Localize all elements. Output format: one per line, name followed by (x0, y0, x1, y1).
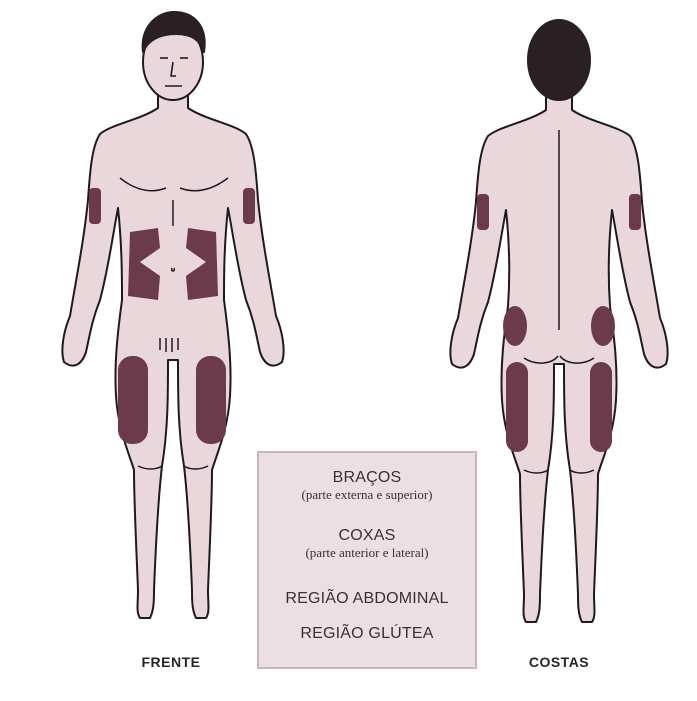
front-right-arm-region (89, 188, 101, 224)
legend-box: BRAÇOS (parte externa e superior) COXAS … (257, 451, 477, 669)
front-body-outline (62, 92, 283, 618)
front-left-thigh-region (196, 356, 226, 444)
legend-gluteal-title: REGIÃO GLÚTEA (259, 625, 475, 643)
front-view-label: FRENTE (111, 654, 231, 670)
legend-thighs-title: COXAS (259, 527, 475, 545)
front-right-thigh-region (118, 356, 148, 444)
legend-arms-title: BRAÇOS (259, 469, 475, 487)
front-figure (62, 12, 283, 618)
front-left-arm-region (243, 188, 255, 224)
back-head (528, 20, 590, 100)
back-left-gluteal-region (591, 306, 615, 346)
back-right-gluteal-region (503, 306, 527, 346)
back-view-label: COSTAS (499, 654, 619, 670)
legend-item-thighs: COXAS (parte anterior e lateral) (259, 527, 475, 560)
back-right-thigh-region (506, 362, 528, 452)
legend-arms-subtitle: (parte externa e superior) (259, 487, 475, 502)
back-left-arm-region (629, 194, 641, 230)
legend-abdomen-title: REGIÃO ABDOMINAL (259, 590, 475, 608)
back-left-thigh-region (590, 362, 612, 452)
legend-item-abdomen: REGIÃO ABDOMINAL (259, 590, 475, 608)
back-figure (450, 20, 667, 622)
back-right-arm-region (477, 194, 489, 230)
legend-item-arms: BRAÇOS (parte externa e superior) (259, 469, 475, 502)
legend-thighs-subtitle: (parte anterior e lateral) (259, 545, 475, 560)
legend-item-gluteal: REGIÃO GLÚTEA (259, 625, 475, 643)
